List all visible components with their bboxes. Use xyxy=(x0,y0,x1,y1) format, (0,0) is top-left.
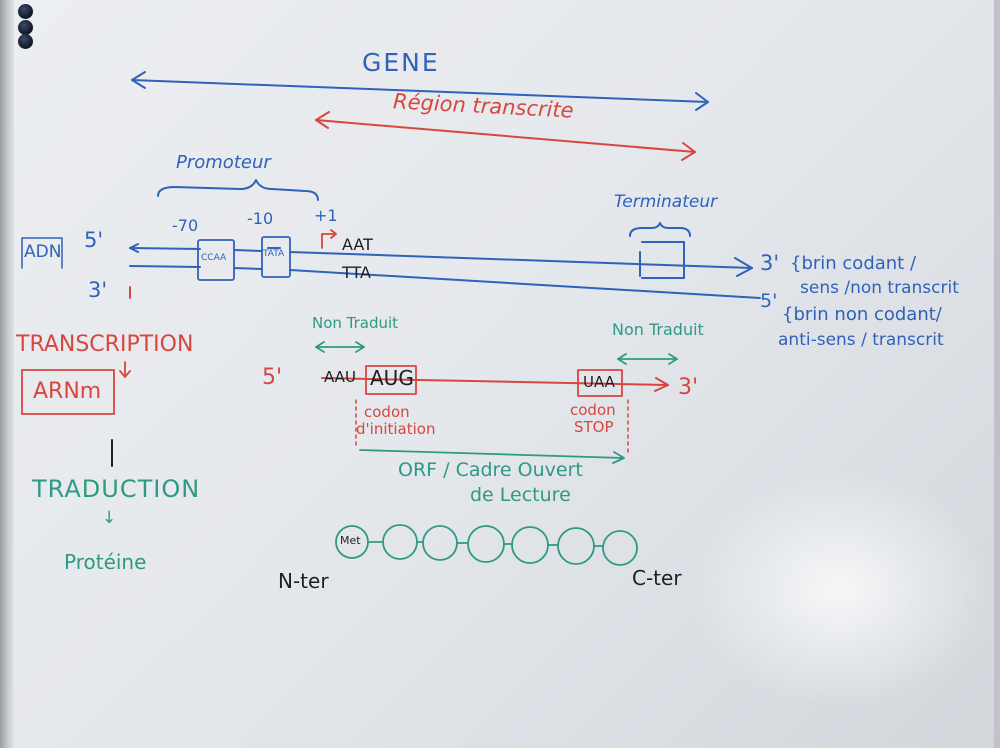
coding-strand-label-2: sens /non transcrit xyxy=(800,278,959,298)
initiation-codon-label-2: d'initiation xyxy=(356,420,436,438)
position-minus70: -70 xyxy=(172,216,199,235)
arnm-box xyxy=(21,369,115,415)
five-prime-right: 5' xyxy=(760,290,778,312)
transcription-start-arrow xyxy=(321,229,337,249)
whiteboard-frame-right xyxy=(994,0,1000,748)
three-prime-rna: 3' xyxy=(678,375,699,400)
protein-chain xyxy=(335,524,638,566)
stop-codon-label: UAA xyxy=(583,373,615,391)
terminator-brace xyxy=(629,222,691,237)
stop-codon-box xyxy=(577,369,623,397)
adn-label: ADN xyxy=(24,242,62,262)
promoter-brace xyxy=(157,179,319,201)
ccaa-box xyxy=(197,239,235,281)
promoter-label: Promoteur xyxy=(176,152,271,173)
initiation-codon-label-1: codon xyxy=(364,403,410,421)
terminator-label: Terminateur xyxy=(614,192,718,212)
transcribed-region-arrow xyxy=(315,111,696,161)
magnet-3 xyxy=(18,34,33,49)
coding-triplet: AAT xyxy=(342,235,373,254)
adn-frame xyxy=(21,237,63,269)
position-minus10: -10 xyxy=(247,209,274,228)
start-codon-box xyxy=(365,365,417,395)
untranslated-right-arrow xyxy=(617,353,678,365)
n-terminal-label: N-ter xyxy=(278,569,329,593)
untranslated-right-label: Non Traduit xyxy=(612,320,704,339)
stop-codon-caption-2: STOP xyxy=(574,418,614,436)
orf-label-1: ORF / Cadre Ouvert xyxy=(398,459,583,481)
transcription-label: TRANSCRIPTION xyxy=(16,332,194,357)
translation-arrow: ↓ xyxy=(102,508,117,528)
start-codon-label: AUG xyxy=(370,366,414,390)
dna-strands xyxy=(129,241,761,299)
template-triplet: TTA xyxy=(342,263,371,282)
five-prime-rna: 5' xyxy=(262,365,283,390)
gene-arrow xyxy=(131,71,709,111)
gene-label: GENE xyxy=(362,48,440,77)
orf-label-2: de Lecture xyxy=(470,484,571,506)
untranslated-left-label: Non Traduit xyxy=(312,314,399,332)
coding-strand-label-1: {brin codant / xyxy=(790,253,917,274)
protein-label: Protéine xyxy=(64,550,147,574)
transcription-arrow xyxy=(119,361,131,378)
three-prime-right: 3' xyxy=(760,251,780,275)
three-prime-left: 3' xyxy=(88,278,108,302)
tata-box xyxy=(261,236,291,278)
whiteboard-frame-left xyxy=(0,0,14,748)
template-strand-label-1: {brin non codant/ xyxy=(782,304,942,325)
translation-label: TRADUCTION xyxy=(32,475,201,503)
ccaa-label: CCAA xyxy=(201,253,227,263)
template-strand-label-2: anti-sens / transcrit xyxy=(778,330,944,350)
five-prime-top: 5' xyxy=(84,228,104,252)
magnet-1 xyxy=(18,4,33,19)
tata-label: TATA xyxy=(263,249,285,259)
untranslated-left-arrow xyxy=(315,341,365,353)
utr-triplet: AAU xyxy=(324,368,356,386)
orf-arrow xyxy=(359,449,625,464)
methionine-label: Met xyxy=(340,534,361,547)
position-plus1: +1 xyxy=(314,206,338,225)
stop-codon-caption-1: codon xyxy=(570,401,616,419)
arnm-label: ARNm xyxy=(33,379,102,404)
mrna-strand xyxy=(321,377,669,392)
magnet-2 xyxy=(18,20,33,35)
c-terminal-label: C-ter xyxy=(632,566,682,590)
